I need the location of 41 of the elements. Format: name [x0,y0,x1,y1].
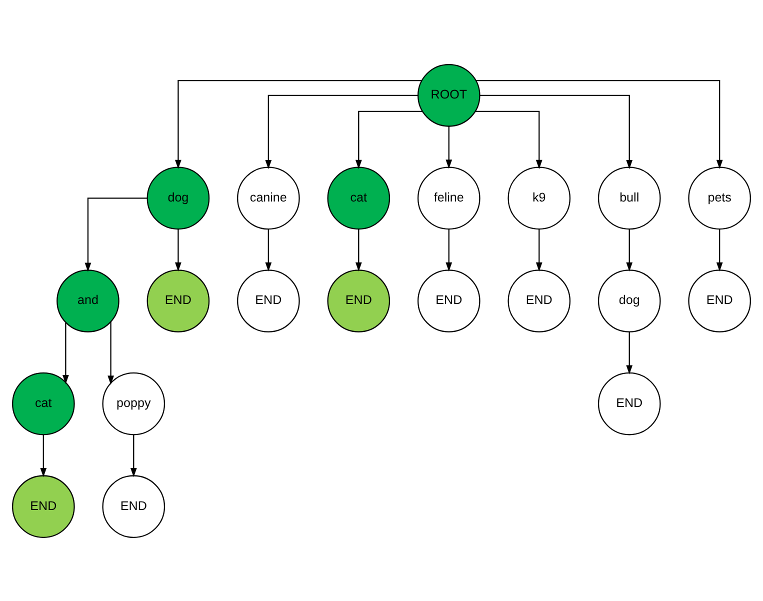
arrow [40,434,47,477]
arrow [175,228,182,272]
node-circle: canine [237,166,300,230]
node-circle: END [598,372,661,435]
node-circle: END [12,474,75,538]
node-circle: poppy [102,372,166,435]
arrow [716,228,723,272]
node-circle: ROOT [417,64,480,126]
node-circle: bull [598,166,661,230]
arrow [84,197,148,272]
node-circle: cat [327,166,390,230]
node-circle: feline [417,166,480,230]
node-circle: pets [688,166,751,230]
node-circle: END [688,269,751,332]
arrow [476,80,723,169]
arrow [475,110,542,169]
arrow [355,110,422,169]
node-circle: dog [598,269,661,332]
node-circle: and [56,269,120,332]
arrow [626,331,633,374]
arrow [62,322,69,384]
node-circle: k9 [508,166,571,230]
arrow [108,321,114,384]
arrow [536,228,542,272]
arrow [480,94,633,169]
arrow [175,80,422,169]
node-circle: END [508,269,571,332]
arrow [265,228,272,272]
arrow [446,126,452,168]
node-circle: END [237,269,300,332]
arrow [446,228,452,272]
arrow [355,228,362,272]
node-circle: END [146,269,210,332]
node-circle: END [417,269,480,332]
arrow [265,94,418,169]
arrow [130,434,137,477]
arrow [626,228,633,272]
node-circle: dog [146,166,210,230]
node-circle: END [327,269,390,332]
node-circle: cat [12,372,75,435]
node-circle: END [102,474,166,538]
